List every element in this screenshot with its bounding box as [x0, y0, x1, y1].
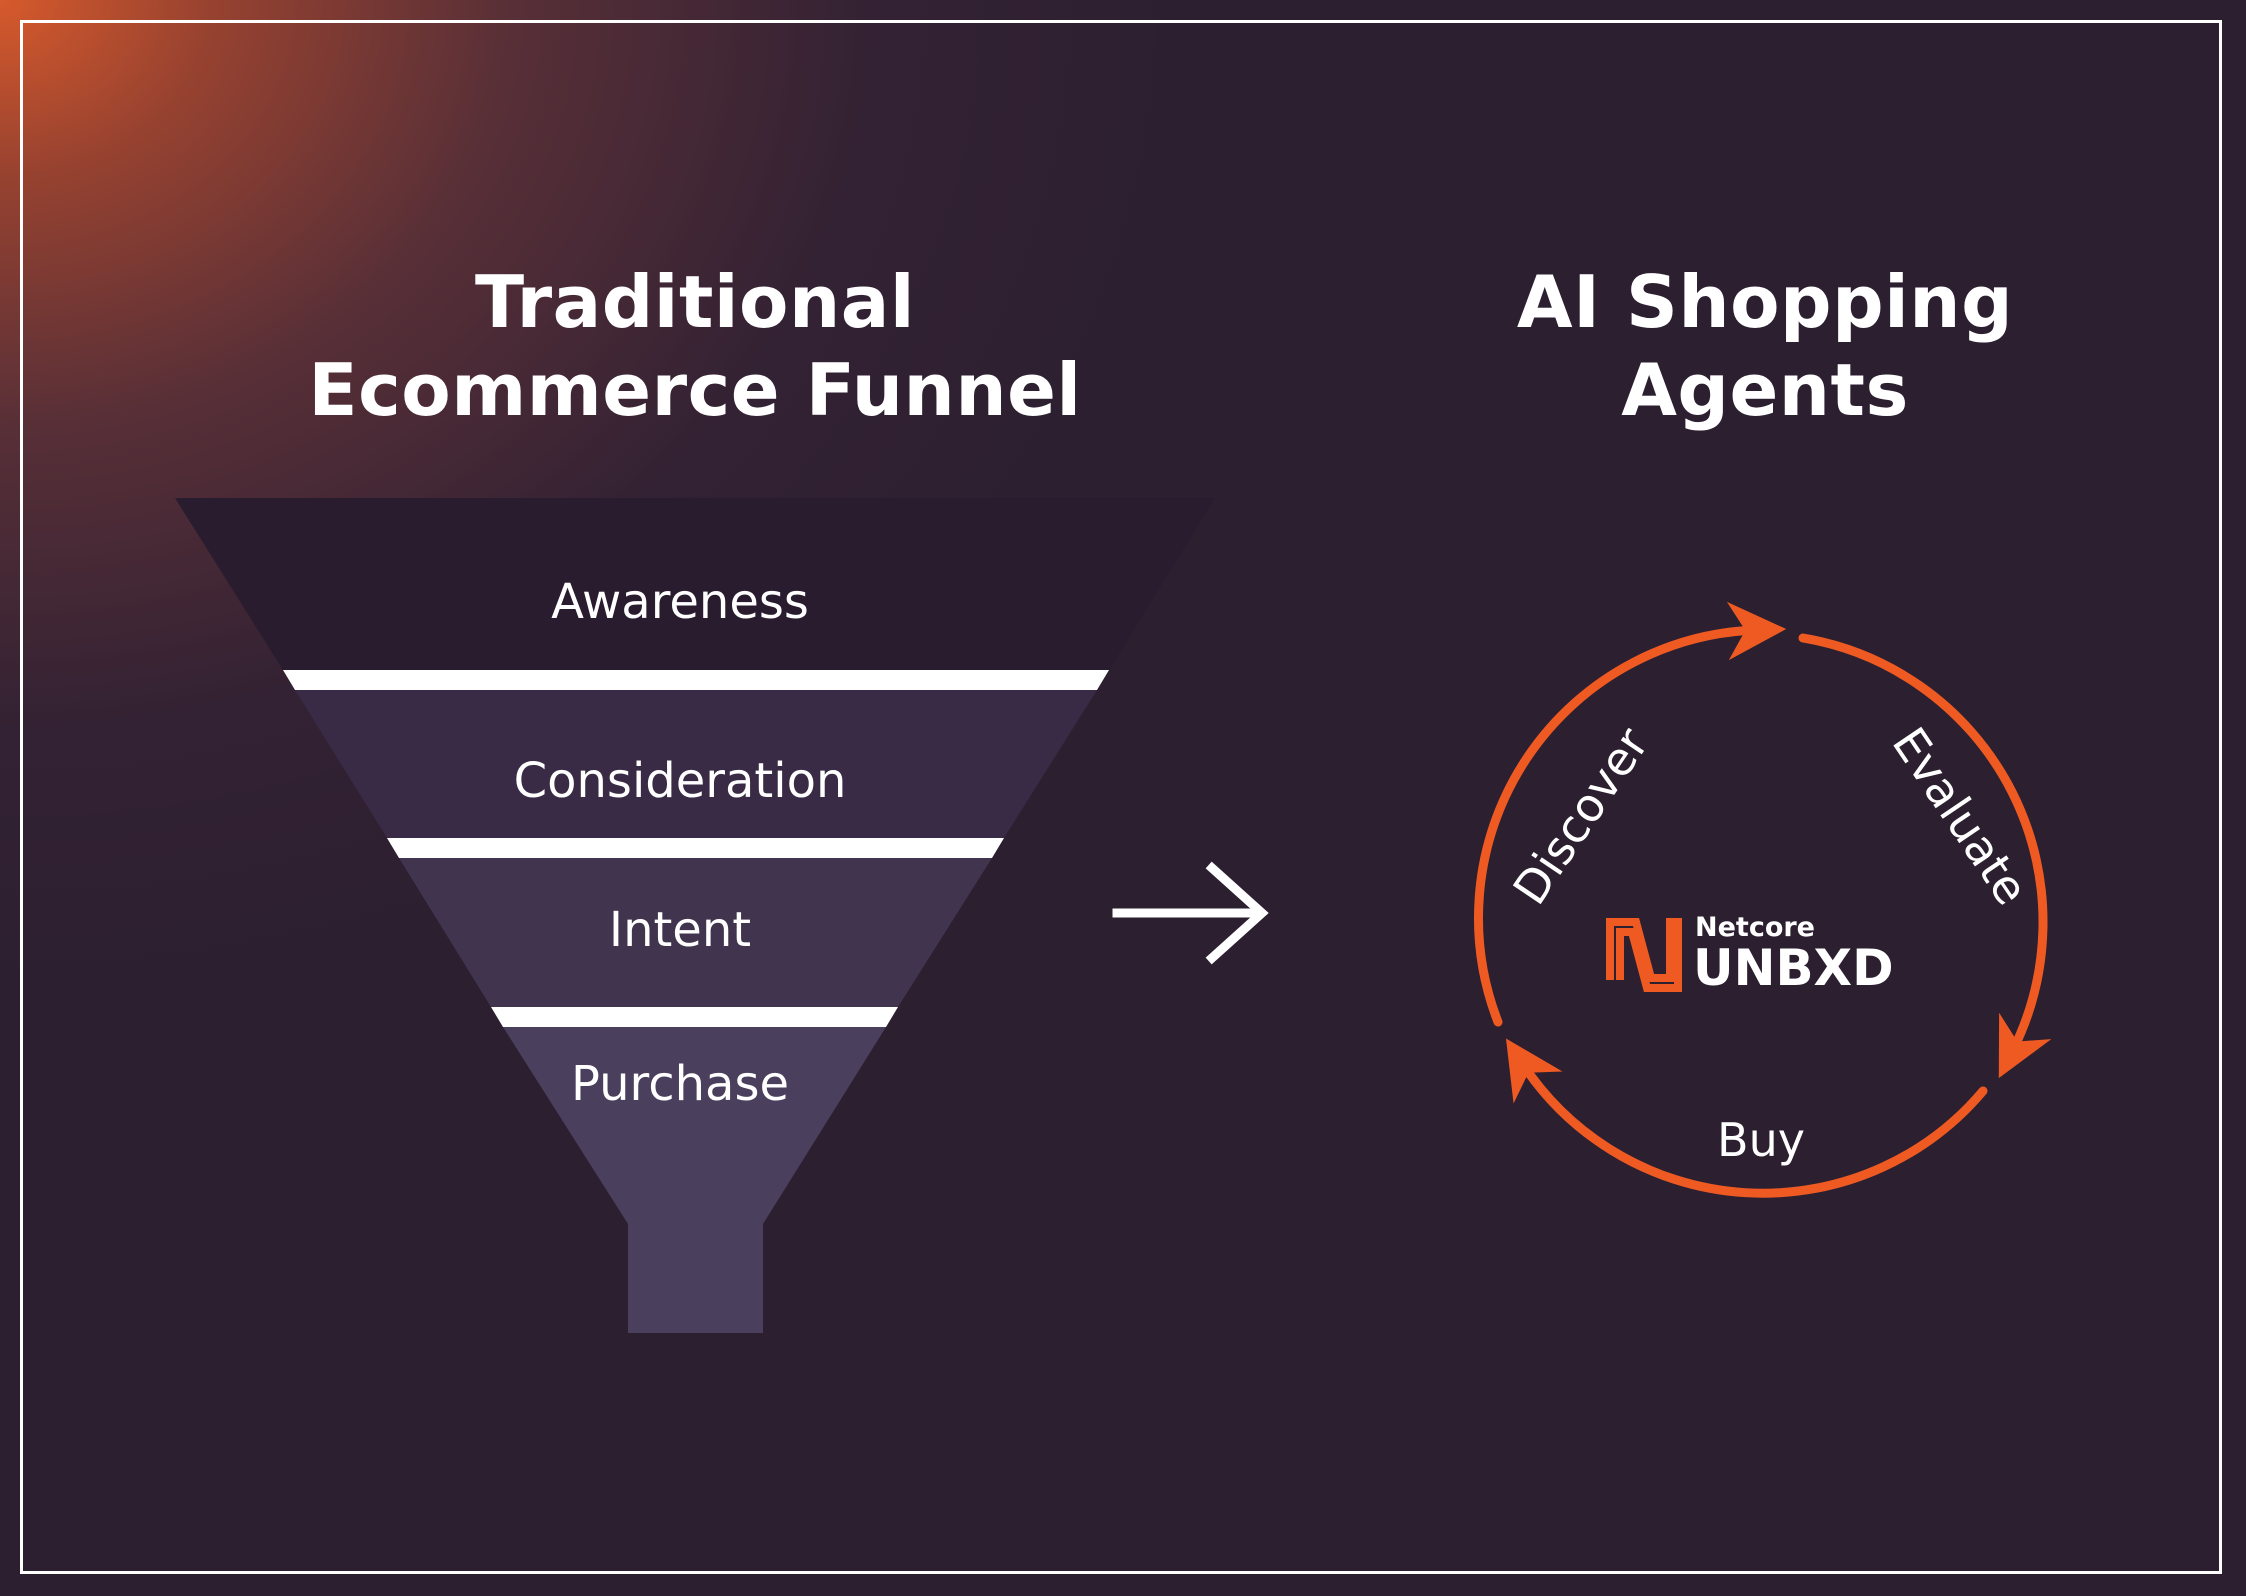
funnel-title: Traditional Ecommerce Funnel	[220, 258, 1170, 434]
agents-title-line-1: AI Shopping	[1516, 260, 2014, 344]
brand-unbxd: UNBXD	[1693, 939, 1894, 997]
cycle-arrow-evaluate	[1798, 633, 2052, 1079]
agent-cycle	[1474, 601, 2052, 1198]
funnel-divider-2	[387, 838, 1004, 858]
agents-title: AI Shopping Agents	[1415, 258, 2115, 434]
funnel-stage-awareness	[175, 498, 1215, 670]
netcore-logo-icon	[1606, 918, 1682, 992]
funnel-stage-consideration	[295, 690, 1097, 838]
funnel-title-line-2: Ecommerce Funnel	[308, 348, 1082, 432]
funnel-stage-purchase	[503, 1027, 886, 1333]
funnel: Awareness Consideration Intent Purchase	[175, 498, 1215, 1333]
loop-label-buy: Buy	[1717, 1113, 1805, 1167]
right-arrow-icon	[1112, 861, 1269, 965]
cycle-arrow-buy	[1505, 1038, 1988, 1198]
stage-label-purchase: Purchase	[571, 1056, 789, 1112]
funnel-divider-1	[283, 670, 1109, 690]
stage-label-intent: Intent	[609, 902, 751, 958]
stage-label-awareness: Awareness	[551, 574, 809, 630]
loop-label-evaluate: Evaluate	[1882, 718, 2039, 915]
cycle-arrow-discover	[1474, 601, 1787, 1027]
funnel-stage-intent	[399, 858, 992, 1007]
funnel-title-line-1: Traditional	[474, 260, 916, 344]
brand-netcore: Netcore	[1695, 912, 1815, 943]
page-border	[20, 20, 2222, 1574]
loop-label-discover: Discover	[1502, 718, 1659, 914]
stage-label-consideration: Consideration	[514, 753, 847, 809]
funnel-divider-3	[491, 1007, 898, 1027]
agents-title-line-2: Agents	[1621, 348, 1909, 432]
